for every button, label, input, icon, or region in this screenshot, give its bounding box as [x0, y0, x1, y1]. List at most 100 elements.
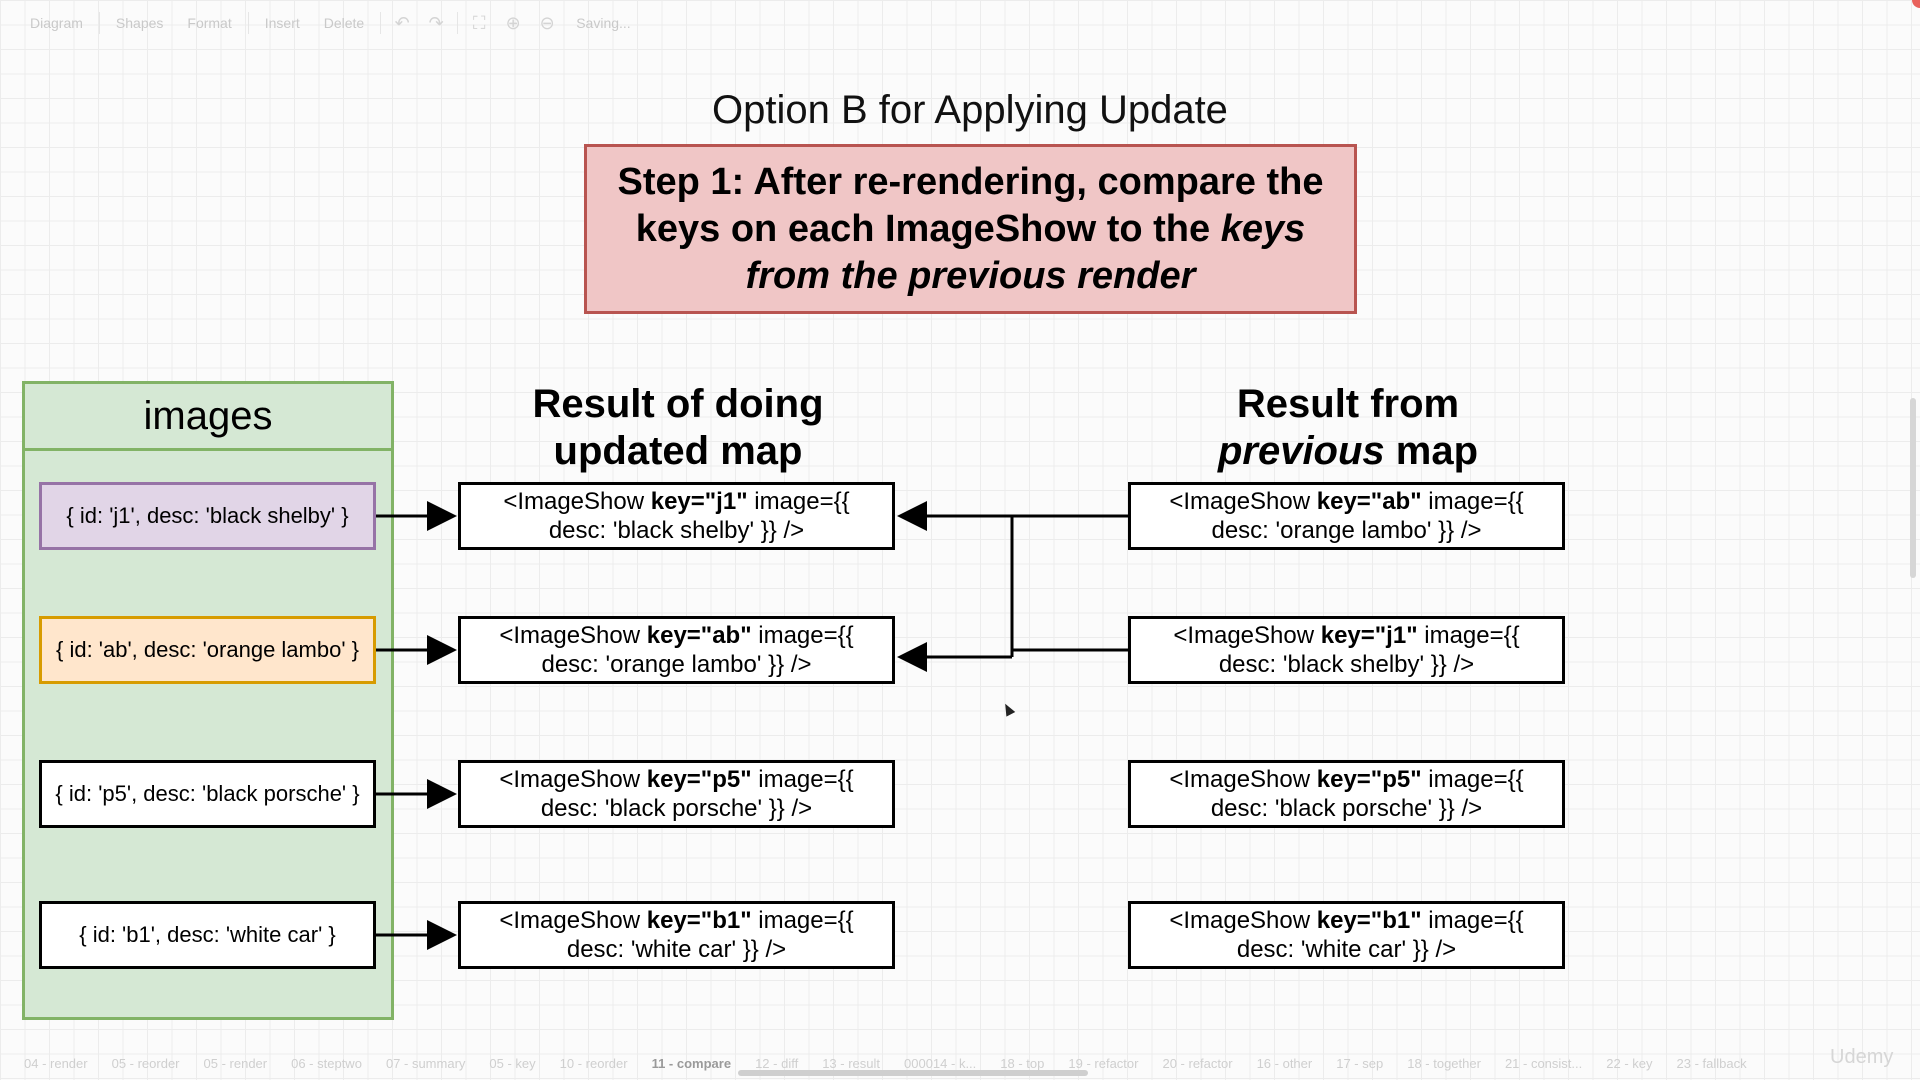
component-tag: <ImageShow	[1169, 907, 1317, 934]
image-object-b1[interactable]: { id: 'b1', desc: 'white car' }	[39, 901, 376, 969]
images-header: images	[25, 384, 391, 451]
previous-component-4[interactable]: <ImageShow key="b1" image={{ desc: 'whit…	[1128, 901, 1565, 969]
previous-header-line-2: map	[1384, 429, 1479, 473]
insert-button[interactable]: Insert	[264, 15, 300, 31]
component-line-1: <ImageShow key="j1" image={{	[1173, 621, 1519, 650]
horizontal-scrollbar[interactable]	[738, 1070, 1088, 1076]
page-tab[interactable]: 06 - steptwo	[291, 1055, 362, 1071]
component-key: key="j1"	[1320, 622, 1418, 649]
page-tab[interactable]: 23 - fallback	[1676, 1055, 1747, 1071]
previous-component-2[interactable]: <ImageShow key="j1" image={{ desc: 'blac…	[1128, 616, 1565, 684]
toolbar: Diagram Shapes Format Insert Delete ↶ ↷ …	[0, 0, 1920, 46]
previous-component-1[interactable]: <ImageShow key="ab" image={{ desc: 'oran…	[1128, 482, 1565, 550]
component-line-2: desc: 'black porsche' }} />	[540, 795, 813, 822]
page-tab[interactable]: 000014 - k...	[904, 1055, 977, 1071]
image-object-ab[interactable]: { id: 'ab', desc: 'orange lambo' }	[39, 616, 376, 684]
component-line-2: desc: 'orange lambo' }} />	[541, 651, 812, 678]
updated-component-2[interactable]: <ImageShow key="ab" image={{ desc: 'oran…	[458, 616, 895, 684]
step-line-2: keys on each ImageShow to the	[635, 207, 1221, 250]
save-status: Saving...	[576, 15, 631, 31]
updated-component-4[interactable]: <ImageShow key="b1" image={{ desc: 'whit…	[458, 901, 895, 969]
component-prop: image={{	[751, 622, 854, 649]
component-line-1: <ImageShow key="b1" image={{	[1169, 906, 1523, 935]
previous-component-3[interactable]: <ImageShow key="p5" image={{ desc: 'blac…	[1128, 760, 1565, 828]
component-tag: <ImageShow	[499, 907, 647, 934]
page-tab[interactable]: 05 - render	[203, 1055, 268, 1071]
page-tab[interactable]: 17 - sep	[1336, 1055, 1384, 1071]
component-tag: <ImageShow	[499, 766, 647, 793]
zoom-in-icon[interactable]: ⊕	[505, 12, 521, 33]
component-key: key="ab"	[1316, 488, 1422, 515]
delete-button[interactable]: Delete	[323, 15, 365, 31]
component-line-1: <ImageShow key="ab" image={{	[1169, 487, 1523, 516]
page-tab[interactable]: 13 - result	[822, 1055, 881, 1071]
image-object-j1[interactable]: { id: 'j1', desc: 'black shelby' }	[39, 482, 376, 550]
fullscreen-icon[interactable]: ⛶	[472, 12, 486, 33]
updated-header-line-1: Result of doing	[532, 382, 824, 426]
page-tab[interactable]: 16 - other	[1256, 1055, 1313, 1071]
updated-component-3[interactable]: <ImageShow key="p5" image={{ desc: 'blac…	[458, 760, 895, 828]
component-prop: image={{	[747, 488, 850, 515]
vertical-scrollbar[interactable]	[1910, 398, 1916, 578]
component-line-2: desc: 'black shelby' }} />	[1218, 651, 1475, 678]
component-line-1: <ImageShow key="p5" image={{	[1169, 765, 1523, 794]
previous-map-header: Result from previous map	[1128, 381, 1568, 475]
image-object-p5[interactable]: { id: 'p5', desc: 'black porsche' }	[39, 760, 376, 828]
page-tab[interactable]: 05 - reorder	[111, 1055, 180, 1071]
page-tab[interactable]: 19 - refactor	[1068, 1055, 1139, 1071]
component-tag: <ImageShow	[1169, 766, 1317, 793]
redo-icon[interactable]: ↷	[428, 12, 444, 33]
component-line-1: <ImageShow key="j1" image={{	[503, 487, 849, 516]
previous-header-line-1: Result from	[1236, 382, 1460, 426]
step-line-1: Step 1: After re-rendering, compare the	[617, 160, 1324, 203]
shapes-button[interactable]: Shapes	[115, 15, 164, 31]
component-prop: image={{	[1421, 766, 1524, 793]
component-prop: image={{	[1417, 622, 1520, 649]
compare-connector-hidden	[1012, 516, 1128, 657]
page-tab[interactable]: 20 - refactor	[1162, 1055, 1233, 1071]
component-key: key="j1"	[650, 488, 748, 515]
page-tab[interactable]: 22 - key	[1606, 1055, 1653, 1071]
component-key: key="b1"	[1316, 907, 1422, 934]
component-tag: <ImageShow	[499, 622, 647, 649]
step-box[interactable]: Step 1: After re-rendering, compare the …	[584, 144, 1357, 314]
page-tab[interactable]: 18 - top	[1000, 1055, 1045, 1071]
zoom-out-icon[interactable]: ⊖	[539, 12, 555, 33]
mouse-cursor-icon	[1000, 701, 1016, 717]
undo-icon[interactable]: ↶	[394, 12, 410, 33]
previous-header-italic: previous	[1217, 429, 1385, 473]
component-line-1: <ImageShow key="b1" image={{	[499, 906, 853, 935]
component-key: key="b1"	[646, 907, 752, 934]
component-prop: image={{	[1421, 488, 1524, 515]
component-key: key="ab"	[646, 622, 752, 649]
window-indicator	[1912, 0, 1920, 8]
toolbar-divider	[380, 12, 382, 34]
diagram-title: Option B for Applying Update	[712, 88, 1228, 132]
component-line-1: <ImageShow key="p5" image={{	[499, 765, 853, 794]
step-text: Step 1: After re-rendering, compare the …	[618, 159, 1324, 300]
page-tab[interactable]: 18 - together	[1407, 1055, 1481, 1071]
toolbar-divider	[98, 12, 100, 34]
format-button[interactable]: Format	[187, 15, 232, 31]
component-prop: image={{	[751, 907, 854, 934]
toolbar-divider	[457, 12, 459, 34]
page-tab[interactable]: 04 - render	[24, 1055, 88, 1071]
page-tab[interactable]: 21 - consist...	[1504, 1055, 1583, 1071]
component-line-2: desc: 'white car' }} />	[566, 936, 787, 963]
page-tab[interactable]: 10 - reorder	[559, 1055, 628, 1071]
page-tabs: 04 - render 05 - reorder 05 - render 06 …	[0, 1050, 1920, 1076]
step-line-2-italic: keys	[1220, 207, 1306, 250]
page-tab-active[interactable]: 11 - compare	[651, 1055, 732, 1071]
component-prop: image={{	[751, 766, 854, 793]
component-prop: image={{	[1421, 907, 1524, 934]
component-key: key="p5"	[646, 766, 752, 793]
page-tab[interactable]: 12 - diff	[755, 1055, 799, 1071]
component-tag: <ImageShow	[503, 488, 651, 515]
page-tab[interactable]: 07 - summary	[385, 1055, 466, 1071]
component-tag: <ImageShow	[1169, 488, 1317, 515]
component-line-1: <ImageShow key="ab" image={{	[499, 621, 853, 650]
page-tab[interactable]: 05 - key	[489, 1055, 536, 1071]
component-tag: <ImageShow	[1173, 622, 1321, 649]
updated-component-1[interactable]: <ImageShow key="j1" image={{ desc: 'blac…	[458, 482, 895, 550]
diagram-menu[interactable]: Diagram	[30, 15, 83, 31]
